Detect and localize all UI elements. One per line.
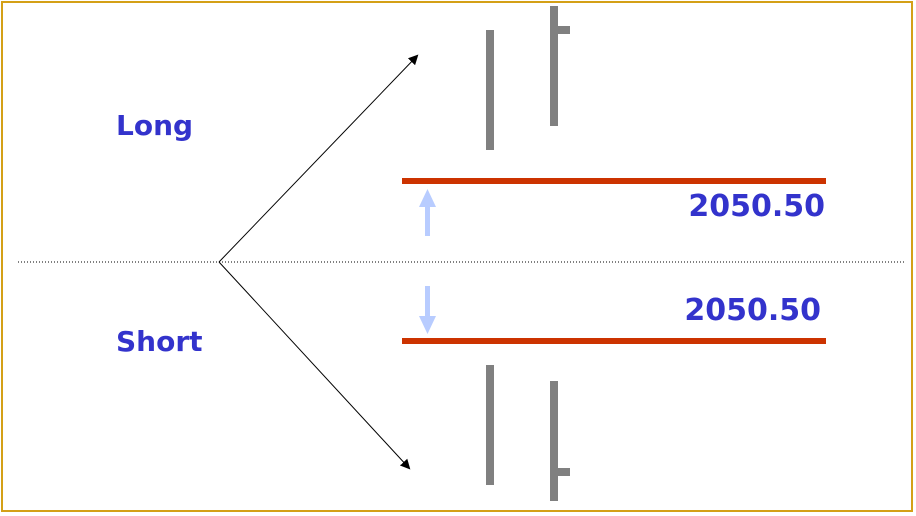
upper-bar-2 [550,6,558,126]
lower-bar-2-tick [558,468,570,476]
lower-bar-2 [550,381,558,501]
long-entry-price: 2050.50 [688,189,825,224]
long-connector-arrow [218,54,419,263]
short-label: Short [116,325,203,358]
upper-bar-1 [486,30,494,150]
upper-bar-2-tick [558,26,570,34]
up-arrow-icon [419,189,436,207]
short-connector-arrow [218,261,411,470]
down-arrow-icon [419,316,436,334]
short-entry-price: 2050.50 [684,293,821,328]
lower-bar-1 [486,365,494,485]
long-label: Long [116,109,194,142]
up-arrow-shaft [425,206,430,236]
down-arrow-shaft [425,286,430,318]
long-entry-line [402,178,826,184]
short-entry-line [402,338,826,344]
